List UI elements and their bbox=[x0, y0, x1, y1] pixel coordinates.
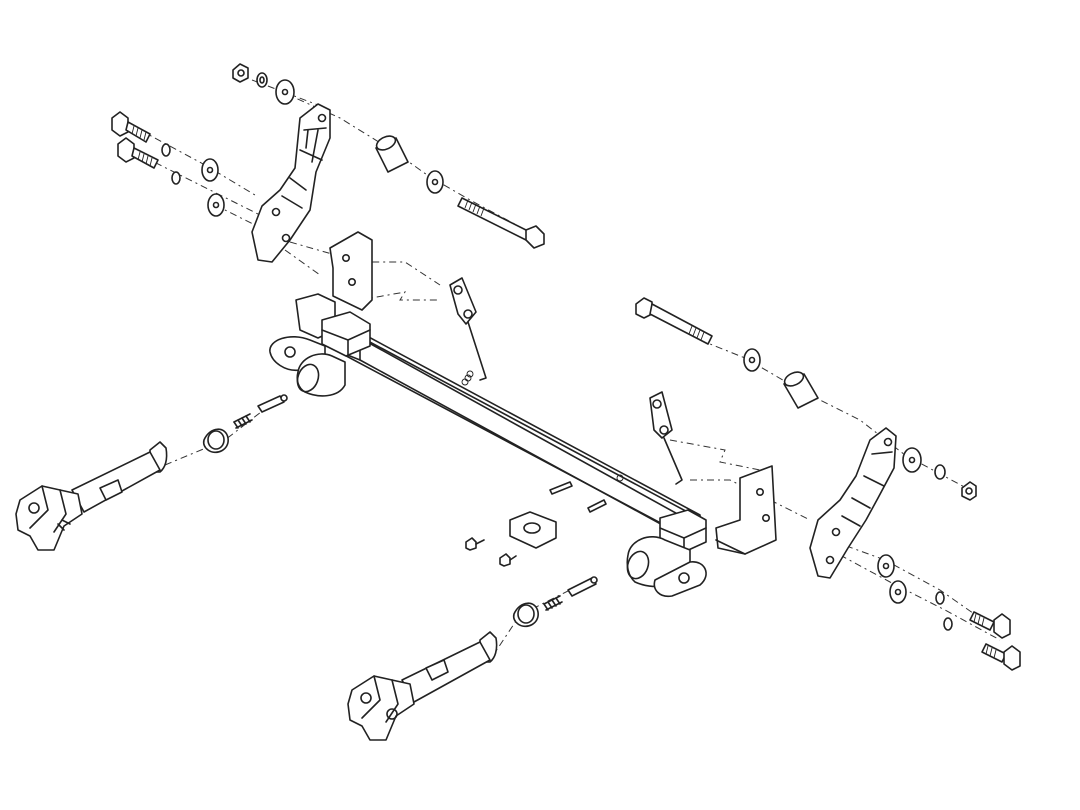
upper-spacer-and-bolt bbox=[375, 135, 545, 249]
left-receiver bbox=[269, 311, 371, 397]
crossbar bbox=[329, 319, 701, 541]
left-pin-spring-clip bbox=[202, 394, 288, 454]
bottom-center-hardware bbox=[465, 481, 607, 628]
bottom-tow-arm bbox=[347, 631, 498, 741]
left-safety-tab bbox=[449, 277, 487, 381]
right-side-bracket bbox=[809, 427, 897, 579]
right-bar-bracket bbox=[715, 465, 777, 555]
right-safety-tab bbox=[649, 391, 683, 485]
right-receiver bbox=[626, 509, 707, 598]
alignment-lines bbox=[139, 79, 1001, 661]
left-tow-arm bbox=[15, 441, 168, 551]
right-bolt-and-spacer bbox=[635, 297, 819, 409]
right-hardware bbox=[877, 447, 1021, 671]
left-side-bracket bbox=[251, 103, 331, 263]
upper-left-hardware bbox=[111, 63, 295, 217]
